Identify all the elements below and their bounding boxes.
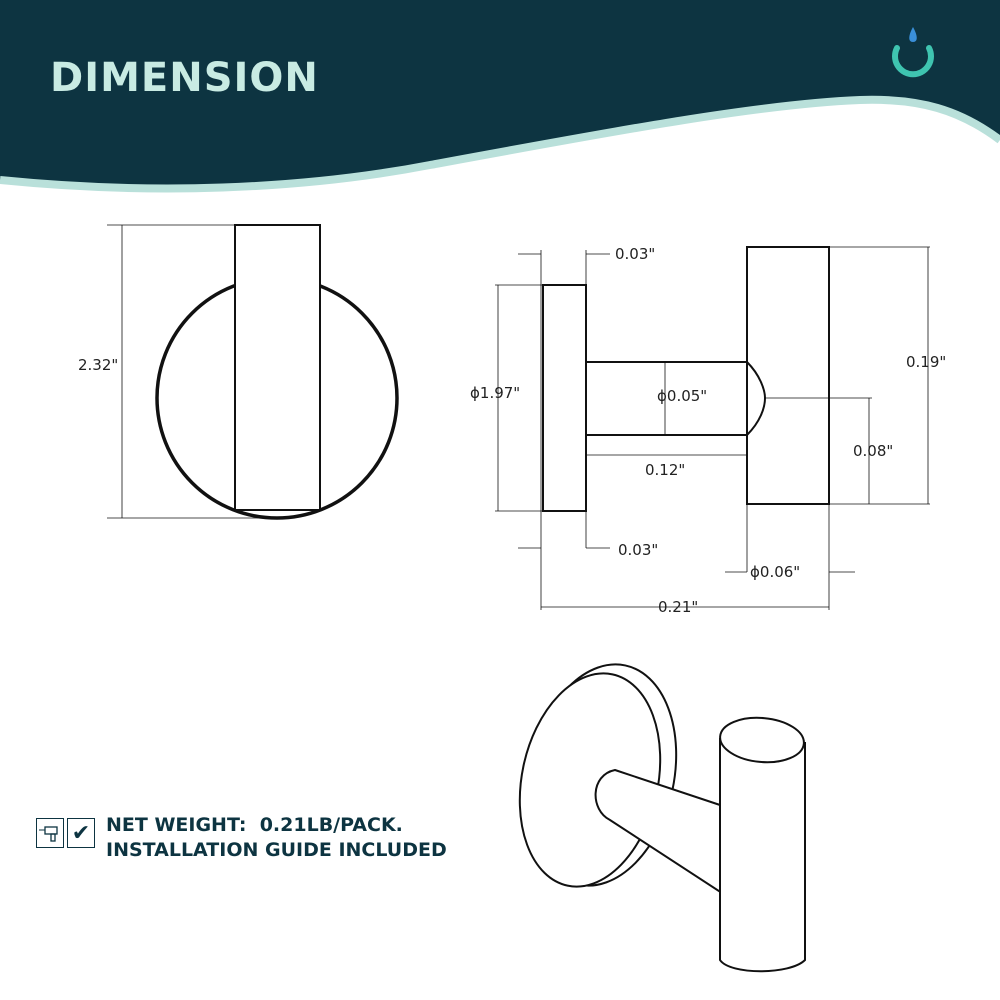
total-depth-label: 0.21" bbox=[658, 598, 698, 616]
cylinder-height-label: 0.19" bbox=[906, 353, 946, 371]
side-view bbox=[495, 246, 930, 610]
feature-icons: ✔ bbox=[36, 818, 95, 848]
page-title: DIMENSION bbox=[50, 55, 319, 101]
plate-thickness-bottom-label: 0.03" bbox=[618, 541, 658, 559]
front-view bbox=[107, 224, 399, 520]
hook-3d-view bbox=[518, 663, 806, 973]
checkmark-icon: ✔ bbox=[67, 818, 95, 848]
cylinder-offset-label: 0.08" bbox=[853, 442, 893, 460]
header-wave-accent bbox=[0, 95, 1000, 193]
cylinder-diameter-label: ϕ0.06" bbox=[750, 563, 800, 581]
drill-icon bbox=[36, 818, 64, 848]
net-weight-text: NET WEIGHT: 0.21LB/PACK. bbox=[106, 814, 403, 836]
front-height-label: 2.32" bbox=[78, 356, 118, 374]
plate-thickness-top-label: 0.03" bbox=[615, 245, 655, 263]
logo-icon bbox=[892, 27, 934, 78]
header-band bbox=[0, 0, 1000, 189]
product-notes: NET WEIGHT: 0.21LB/PACK. INSTALLATION GU… bbox=[106, 813, 447, 863]
stem-diameter-label: ϕ0.05" bbox=[657, 387, 707, 405]
plate-diameter-label: ϕ1.97" bbox=[470, 384, 520, 402]
stem-length-label: 0.12" bbox=[645, 461, 685, 479]
installation-guide-text: INSTALLATION GUIDE INCLUDED bbox=[106, 839, 447, 861]
